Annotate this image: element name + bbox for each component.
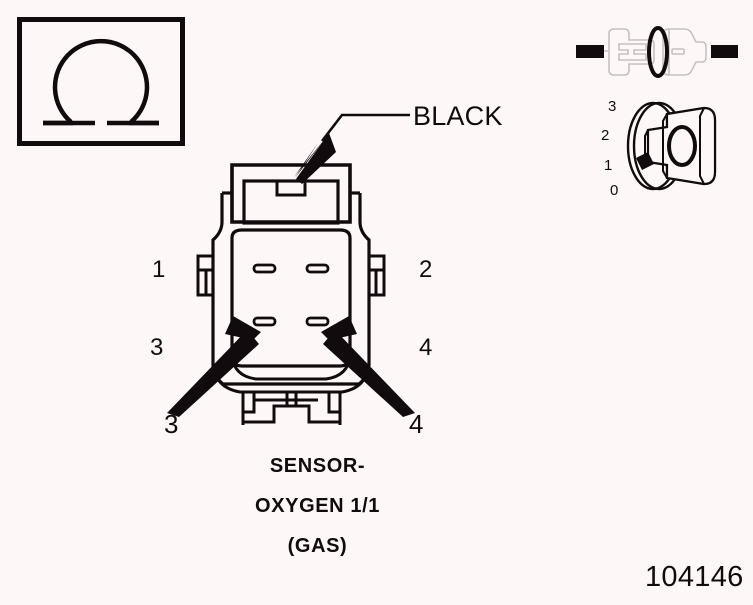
black-label: BLACK (413, 101, 503, 131)
terminal-slot-1 (252, 263, 277, 274)
terminal-slot-4 (305, 316, 330, 327)
ignition-position-2: 2 (601, 127, 610, 144)
ohm-resistance-symbol-box (17, 17, 185, 146)
pin-label-1: 1 (152, 256, 166, 283)
black-color-callout-arrow (294, 113, 410, 184)
part-number-label: 104146 (645, 561, 744, 593)
terminal-slot-3 (252, 316, 277, 327)
callout-number-3: 3 (164, 409, 179, 439)
pin-label-3: 3 (150, 334, 164, 361)
connector-disconnected-icon (576, 26, 738, 78)
caption-line-1: SENSOR- (269, 455, 366, 477)
connector-body-drawing (196, 163, 386, 425)
callout-number-4: 4 (409, 409, 424, 439)
connector-caption: SENSOR- OXYGEN 1/1 (GAS) (205, 455, 430, 558)
pin-label-2: 2 (419, 256, 433, 283)
terminal-slot-2 (305, 263, 330, 274)
caption-line-2: OXYGEN 1/1 (255, 495, 380, 517)
callout-arrow-3 (167, 316, 261, 417)
ignition-position-0: 0 (610, 182, 619, 199)
callout-arrow-4 (321, 316, 415, 417)
ignition-position-3: 3 (608, 98, 617, 115)
ignition-position-1: 1 (604, 157, 613, 174)
caption-line-3: (GAS) (287, 535, 348, 557)
pin-label-4: 4 (419, 334, 433, 361)
ignition-key-switch-icon (626, 101, 717, 191)
